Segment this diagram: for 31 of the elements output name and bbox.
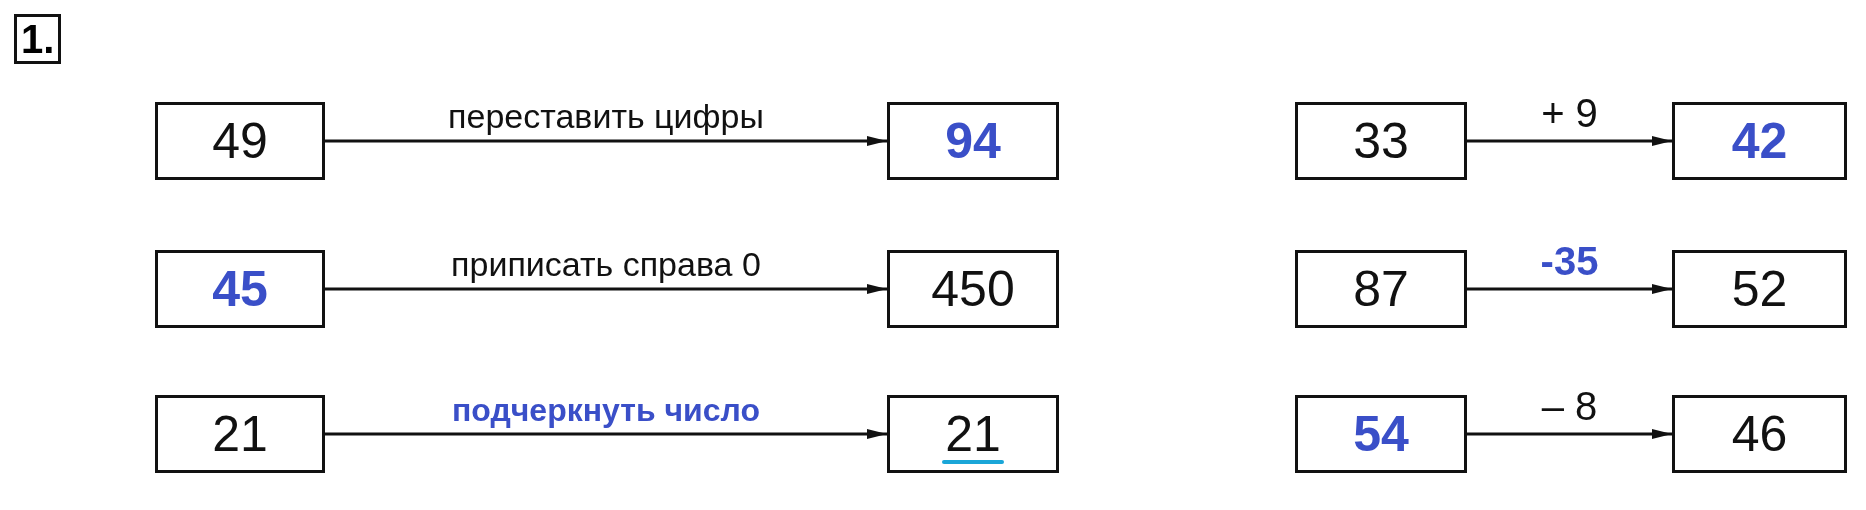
number: 33 bbox=[1353, 116, 1409, 166]
number: 94 bbox=[945, 116, 1001, 166]
number-box bbox=[1295, 250, 1467, 328]
number: 54 bbox=[1353, 409, 1409, 459]
number-box bbox=[155, 250, 325, 328]
number-box bbox=[155, 102, 325, 180]
task-number: 1. bbox=[14, 14, 62, 64]
number-box bbox=[1295, 102, 1467, 180]
number-box bbox=[1672, 395, 1847, 473]
arrow bbox=[325, 284, 887, 294]
number-box bbox=[1672, 250, 1847, 328]
number: 450 bbox=[931, 264, 1015, 314]
number: 52 bbox=[1731, 264, 1788, 314]
number-box bbox=[155, 395, 325, 473]
arrow bbox=[325, 429, 887, 439]
number: 46 bbox=[1731, 409, 1788, 459]
number-box bbox=[887, 102, 1059, 180]
number: 42 bbox=[1731, 116, 1788, 166]
number: 45 bbox=[212, 264, 268, 314]
number-box bbox=[1295, 395, 1467, 473]
number: 49 bbox=[212, 116, 268, 166]
arrow bbox=[325, 136, 887, 146]
number: 87 bbox=[1353, 264, 1409, 314]
number: 21 bbox=[212, 409, 268, 459]
number: 21 bbox=[945, 409, 1001, 459]
arrow bbox=[1467, 284, 1672, 294]
arrow bbox=[1467, 136, 1672, 146]
arrow bbox=[1467, 429, 1672, 439]
number-box bbox=[887, 395, 1059, 473]
number-box bbox=[1672, 102, 1847, 180]
number-box bbox=[887, 250, 1059, 328]
